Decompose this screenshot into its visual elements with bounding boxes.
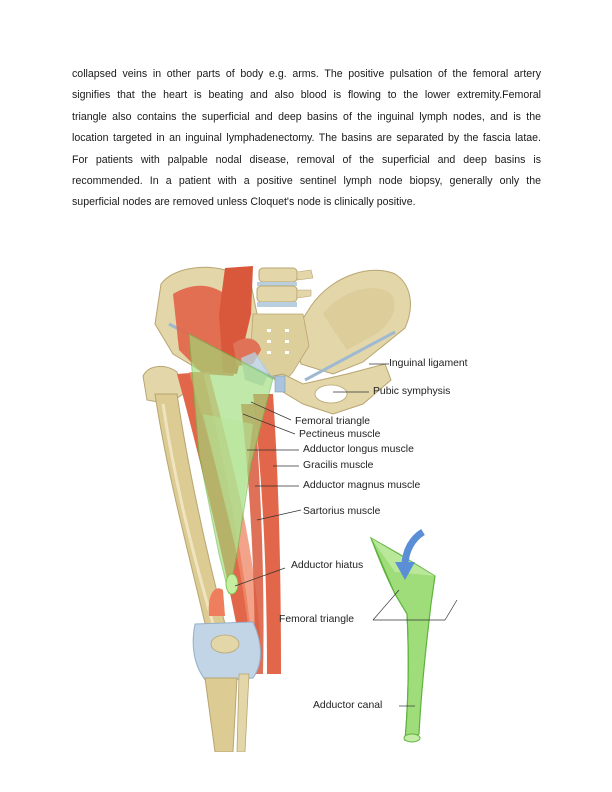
label-inguinal-ligament: Inguinal ligament bbox=[389, 358, 468, 369]
paragraph-line: collapsed veins in other parts of body e… bbox=[72, 68, 541, 80]
label-adductor-hiatus: Adductor hiatus bbox=[291, 560, 364, 571]
paragraph-line: triangle also contains the superficial a… bbox=[72, 110, 541, 123]
anatomy-figure: Inguinal ligament Pubic symphysis Femora… bbox=[133, 254, 523, 752]
paragraph-line: location targeted in an inguinal lymphad… bbox=[72, 132, 541, 145]
body-paragraph: collapsed veins in other parts of body e… bbox=[72, 64, 541, 214]
label-adductor-canal: Adductor canal bbox=[313, 700, 383, 711]
label-sartorius-muscle: Sartorius muscle bbox=[303, 506, 381, 517]
paragraph-line: For patients with palpable nodal disease… bbox=[72, 153, 541, 166]
femoral-triangle-illustration bbox=[142, 266, 458, 752]
label-femoral-triangle-inset: Femoral triangle bbox=[279, 614, 355, 625]
paragraph-line: recommended. In a patient with a positiv… bbox=[72, 174, 541, 187]
label-pubic-symphysis: Pubic symphysis bbox=[373, 386, 451, 397]
label-adductor-magnus-muscle: Adductor magnus muscle bbox=[303, 480, 421, 491]
paragraph-line: signifies that the heart is beating and … bbox=[72, 89, 541, 102]
label-pectineus-muscle: Pectineus muscle bbox=[299, 429, 381, 440]
paragraph-line: superficial nodes are removed unless Clo… bbox=[72, 196, 416, 209]
label-femoral-triangle: Femoral triangle bbox=[295, 416, 371, 427]
label-adductor-longus-muscle: Adductor longus muscle bbox=[303, 444, 414, 455]
label-gracilis-muscle: Gracilis muscle bbox=[303, 460, 374, 471]
